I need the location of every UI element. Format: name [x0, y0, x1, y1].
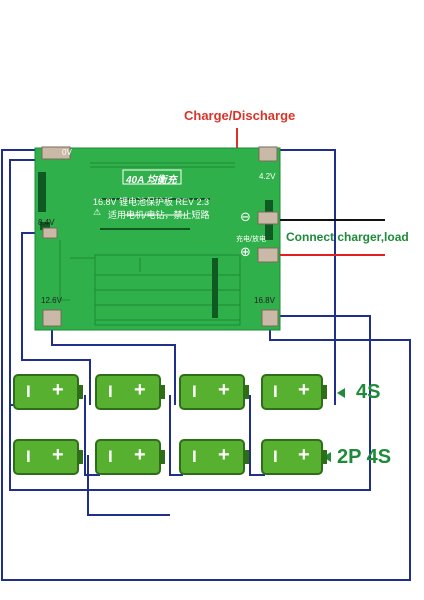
wire-parallel-1: [84, 395, 100, 476]
connect-charger-load-label: Connect charger,load: [286, 230, 409, 244]
wire-parallel-3: [249, 395, 265, 476]
charge-pad-label: 充电/放电: [236, 236, 266, 243]
cell-r1-1-plus: +: [52, 379, 64, 401]
cell-r1-2: [95, 374, 165, 410]
cell-r1-1-minus: I: [26, 382, 31, 401]
cell-r2-3-minus: I: [192, 447, 197, 466]
cell-r1-2-minus: I: [108, 382, 113, 401]
pad-8-4v: [42, 227, 58, 239]
cell-r2-3-plus: +: [218, 444, 230, 466]
cell-r2-3: [179, 439, 249, 475]
version-text: 16.8V 锂电池保护板 REV 2.3: [93, 197, 210, 207]
cell-r1-3: [179, 374, 249, 410]
wire-0v: [9, 159, 371, 491]
pad-charge-minus: [257, 211, 279, 225]
minus-symbol-icon: ⊖: [240, 210, 251, 225]
cell-r1-1: [13, 374, 83, 410]
cells-row-1: [13, 374, 327, 410]
row-4s-label: 4S: [356, 381, 381, 403]
cell-r2-2-plus: +: [134, 444, 146, 466]
cell-r1-2-plus: +: [134, 379, 146, 401]
cells-row-2: [13, 439, 327, 475]
cell-r2-1-minus: I: [26, 447, 31, 466]
cell-r2-4: [261, 439, 327, 475]
arrow-4s: [337, 388, 345, 398]
cell-r2-2-minus: I: [108, 447, 113, 466]
pcb-mosfet-area: [94, 254, 241, 326]
pad-label-16-8v: 16.8V: [254, 296, 275, 305]
charge-discharge-label: Charge/Discharge: [184, 108, 296, 123]
wire-12-6v: [51, 320, 176, 405]
plus-symbol-icon: ⊕: [240, 245, 251, 260]
warning-triangle-icon: ⚠: [93, 208, 102, 218]
pad-4-2v: [258, 146, 278, 162]
pad-label-4-2v: 4.2V: [259, 172, 276, 181]
cell-r2-4-plus: +: [298, 444, 310, 466]
row-2p4s-label: 2P 4S: [337, 446, 392, 468]
cell-r1-3-plus: +: [218, 379, 230, 401]
usage-text: 适用电机/电钻，禁止短路: [108, 210, 210, 220]
wire-4-2v: [267, 149, 336, 405]
cell-r2-4-minus: I: [273, 447, 278, 466]
wire-parallel-2: [169, 395, 183, 476]
wire-8-4v: [21, 232, 91, 405]
pad-16-8v: [261, 309, 279, 327]
badge-text: 40A 均衡充: [126, 175, 177, 186]
pad-label-8-4v: 8.4V: [38, 218, 55, 227]
cell-r2-1-plus: +: [52, 444, 64, 466]
cell-r1-4-plus: +: [298, 379, 310, 401]
pad-label-12-6v: 12.6V: [41, 296, 62, 305]
pad-label-0v: 0V: [62, 148, 72, 157]
pad-charge-plus: [257, 247, 279, 263]
badge-box: [122, 169, 182, 185]
pcb-board: [34, 147, 281, 331]
pad-12-6v: [42, 309, 62, 327]
wire-16-8v: [1, 149, 411, 581]
wire-row2-bottom: [87, 455, 170, 516]
cell-r2-2: [95, 439, 165, 475]
cell-r2-1: [13, 439, 83, 475]
pad-0v: [41, 146, 71, 160]
cell-r1-3-minus: I: [192, 382, 197, 401]
pads: [41, 146, 279, 327]
cell-r1-4: [261, 374, 327, 410]
cell-r1-4-minus: I: [273, 382, 278, 401]
